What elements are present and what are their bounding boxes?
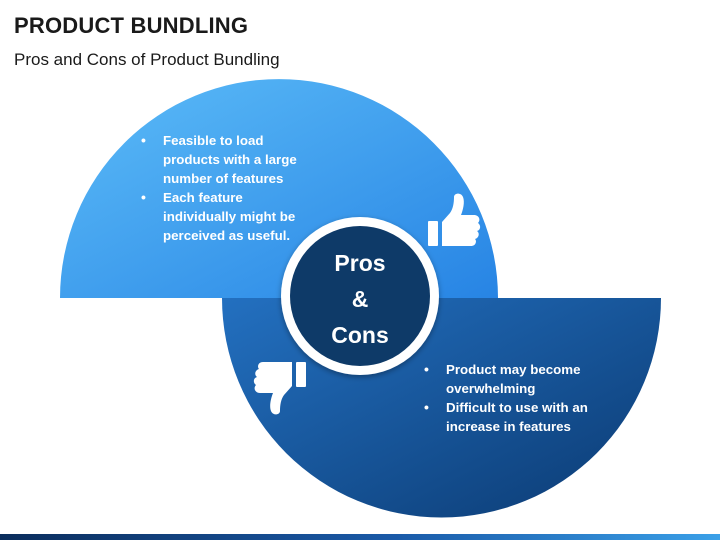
center-label: Pros & Cons bbox=[296, 245, 424, 353]
thumbs-down-icon bbox=[253, 362, 306, 415]
bottom-accent-bar bbox=[0, 534, 720, 540]
center-circle bbox=[290, 226, 430, 366]
center-label-amp: & bbox=[351, 286, 369, 312]
page-subtitle: Pros and Cons of Product Bundling bbox=[14, 50, 280, 69]
cons-item: Product may become overwhelming bbox=[424, 360, 614, 398]
pros-item: Each feature individually might be perce… bbox=[141, 188, 311, 245]
pros-item: Feasible to load products with a large n… bbox=[141, 131, 311, 188]
center-label-pros: Pros bbox=[334, 250, 386, 276]
thumbs-up-icon bbox=[428, 193, 481, 246]
cons-item: Difficult to use with an increase in fea… bbox=[424, 398, 614, 436]
pros-list: Feasible to load products with a large n… bbox=[141, 131, 311, 245]
center-label-cons: Cons bbox=[331, 322, 389, 348]
cons-list: Product may become overwhelming Difficul… bbox=[424, 360, 614, 436]
page-title: PRODUCT BUNDLING bbox=[14, 13, 249, 38]
